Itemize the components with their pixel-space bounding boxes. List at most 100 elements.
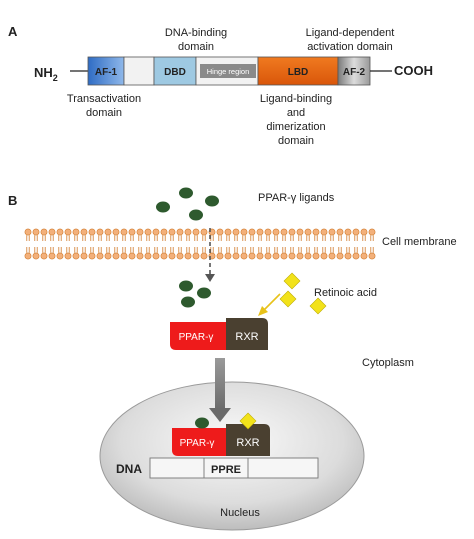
- lipid-head: [280, 252, 288, 260]
- ligand-dot: [189, 209, 203, 221]
- lipid-head: [256, 228, 264, 236]
- ligand-dot: [179, 187, 193, 199]
- translocation-arrow-shaft: [215, 358, 225, 410]
- lipid-head: [264, 252, 272, 260]
- panel-a-letter: A: [8, 24, 18, 39]
- lipid-head: [216, 228, 224, 236]
- lipid-head: [240, 252, 248, 260]
- bound-ligand: [195, 417, 209, 429]
- nucleus-label: Nucleus: [220, 507, 260, 519]
- ligand-binding-label-4: domain: [278, 135, 314, 147]
- lipid-head: [336, 252, 344, 260]
- lbd-label: LBD: [288, 67, 309, 78]
- rxr-nucleus-label: RXR: [236, 437, 259, 449]
- ligand-dependent-label-1: Ligand-dependent: [306, 27, 395, 39]
- lipid-head: [328, 228, 336, 236]
- lipid-head: [320, 228, 328, 236]
- cell-membrane: [24, 228, 376, 260]
- lipid-head: [64, 228, 72, 236]
- lipid-head: [360, 252, 368, 260]
- ligand-dot: [205, 195, 219, 207]
- lipid-head: [368, 228, 376, 236]
- hinge-label: Hinge region: [207, 67, 250, 76]
- dna-binding-label-2: domain: [178, 41, 214, 53]
- dbd-label: DBD: [164, 67, 186, 78]
- lipid-head: [48, 228, 56, 236]
- lipid-head: [152, 228, 160, 236]
- extracellular-ligands: [156, 187, 219, 221]
- rxr-cytoplasm-label: RXR: [235, 331, 258, 343]
- lipid-head: [184, 252, 192, 260]
- lipid-head: [56, 228, 64, 236]
- lipid-head: [200, 228, 208, 236]
- ligand-binding-label-3: dimerization: [266, 121, 325, 133]
- lipid-head: [32, 252, 40, 260]
- cytoplasm-label: Cytoplasm: [362, 357, 414, 369]
- spacer-domain: [123, 56, 155, 86]
- lipid-head: [296, 252, 304, 260]
- lipid-head: [312, 252, 320, 260]
- lipid-head: [136, 252, 144, 260]
- lipid-head: [296, 228, 304, 236]
- retinoic-acid-molecules: [279, 272, 327, 315]
- cell-membrane-label: Cell membrane: [382, 236, 457, 248]
- lipid-head: [344, 252, 352, 260]
- lipid-head: [80, 252, 88, 260]
- lipid-head: [40, 228, 48, 236]
- ligand-dot: [179, 280, 193, 292]
- lbd-domain: [257, 56, 339, 86]
- lipid-head: [288, 228, 296, 236]
- ligand-dot: [197, 287, 211, 299]
- lipid-head: [152, 252, 160, 260]
- lipid-head: [264, 228, 272, 236]
- retinoic-acid-diamond: [309, 297, 327, 315]
- lipid-head: [176, 228, 184, 236]
- translocation-arrowhead: [209, 408, 231, 422]
- lipid-head: [272, 228, 280, 236]
- lipid-head: [144, 228, 152, 236]
- retinoic-acid-label: Retinoic acid: [314, 287, 377, 299]
- bound-retinoic-acid: [239, 412, 257, 430]
- lipid-head: [192, 252, 200, 260]
- lipid-head: [352, 228, 360, 236]
- lipid-head: [88, 228, 96, 236]
- hinge-region: [200, 64, 256, 78]
- rxr-cytoplasm: [226, 318, 268, 350]
- lipid-head: [32, 228, 40, 236]
- lipid-head: [320, 252, 328, 260]
- ppar-gamma-nucleus-label: PPAR-γ: [180, 438, 215, 449]
- lipid-head: [112, 252, 120, 260]
- retinoic-acid-arrowhead: [258, 306, 268, 316]
- lipid-head: [256, 252, 264, 260]
- ppar-gamma-nucleus: [172, 428, 226, 456]
- panel-b-letter: B: [8, 193, 17, 208]
- ligand-dependent-label-2: activation domain: [307, 41, 393, 53]
- lipid-head: [240, 228, 248, 236]
- lipid-head: [160, 228, 168, 236]
- lipid-head: [184, 228, 192, 236]
- lipid-head: [104, 228, 112, 236]
- lipid-head: [216, 252, 224, 260]
- lipid-head: [64, 252, 72, 260]
- ligand-binding-label-1: Ligand-binding: [260, 93, 332, 105]
- lipid-head: [280, 228, 288, 236]
- ligand-dot: [156, 201, 170, 213]
- dbd-domain: [153, 56, 197, 86]
- retinoic-acid-diamond: [283, 272, 301, 290]
- lipid-head: [96, 228, 104, 236]
- lipid-head: [304, 228, 312, 236]
- lipid-head: [112, 228, 120, 236]
- c-terminus-label: COOH: [394, 63, 433, 78]
- lipid-head: [192, 228, 200, 236]
- lipid-head: [248, 228, 256, 236]
- lipid-head: [72, 228, 80, 236]
- lipid-head: [368, 252, 376, 260]
- lipid-head: [128, 228, 136, 236]
- lipid-head: [56, 252, 64, 260]
- lipid-head: [120, 228, 128, 236]
- lipid-head: [288, 252, 296, 260]
- ligand-dot: [181, 296, 195, 308]
- lipid-head: [232, 228, 240, 236]
- lipid-head: [96, 252, 104, 260]
